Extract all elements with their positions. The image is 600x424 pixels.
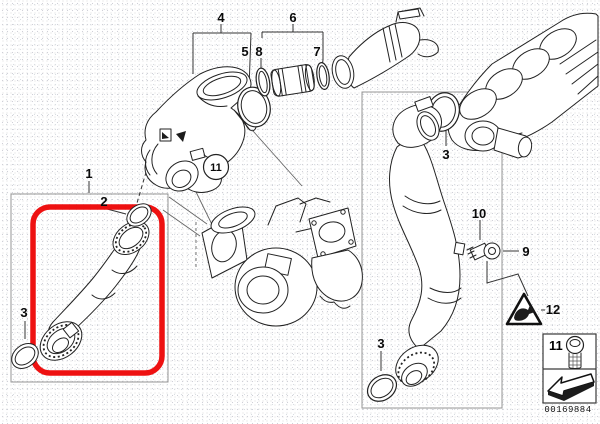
hose-clamp-3-bottom (366, 374, 398, 402)
intake-manifold-drawing (447, 12, 599, 159)
legend-box: 11 (542, 333, 597, 404)
turbocharger-drawing (201, 197, 363, 327)
callout-5[interactable]: 5 (241, 44, 248, 59)
warning-triangle-icon (505, 292, 543, 326)
image-number: 00169884 (544, 405, 591, 415)
intake-elbow-drawing: 11 (141, 66, 258, 193)
legend-callout-11[interactable]: 11 (549, 338, 563, 353)
callout-12[interactable]: 12 (546, 302, 560, 317)
charge-air-hose-1-drawing (39, 220, 150, 361)
o-ring-5 (237, 86, 271, 128)
part-group-box-hose2 (361, 91, 503, 409)
callout-3-top[interactable]: 3 (442, 147, 449, 162)
callout-3-left[interactable]: 3 (20, 305, 27, 320)
red-highlight-selected-part (30, 204, 165, 376)
hose-clamp-3-left (11, 343, 39, 369)
egr-elbow-drawing (331, 7, 439, 89)
hose1-bottom-coupling (39, 321, 83, 361)
hose1-top-coupling (112, 220, 150, 256)
charge-air-hose-2-drawing (389, 96, 466, 387)
callout-7[interactable]: 7 (313, 44, 320, 59)
bolt-icon (565, 335, 585, 369)
callout-11[interactable]: 11 (210, 162, 222, 174)
callout-2[interactable]: 2 (100, 194, 107, 209)
o-ring-7 (316, 62, 330, 90)
callout-9[interactable]: 9 (522, 244, 529, 259)
hose-clamp-2 (126, 203, 152, 227)
pressure-sensor-drawing (466, 242, 501, 261)
callout-circle-11[interactable] (202, 153, 230, 181)
o-ring-8 (255, 67, 271, 97)
part-group-box-hose1 (10, 193, 169, 383)
hose2-bottom-coupling (395, 344, 439, 387)
hose-connector-6 (270, 64, 315, 97)
callout-8[interactable]: 8 (255, 44, 262, 59)
callout-1[interactable]: 1 (85, 166, 92, 181)
callout-10[interactable]: 10 (472, 206, 486, 221)
callout-3-bottom[interactable]: 3 (377, 336, 384, 351)
callout-4[interactable]: 4 (217, 10, 225, 25)
callout-6[interactable]: 6 (289, 10, 296, 25)
direction-arrow-icon (547, 373, 595, 401)
leader-lines (24, 24, 545, 371)
